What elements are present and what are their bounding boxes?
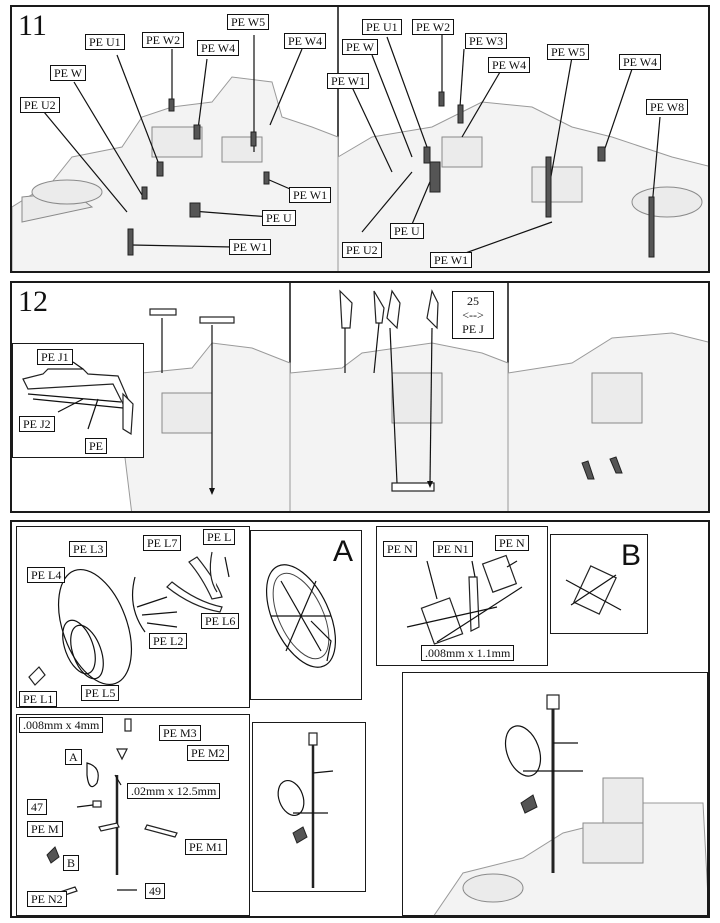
label-r-pe-u2: PE U2 (342, 242, 382, 258)
label-pe-l1: PE L1 (19, 691, 58, 707)
note-line-1: 25 (467, 294, 479, 308)
step-13-panel: 13 PE L7 PE L PE L3 PE L4 PE L6 PE L2 PE… (10, 520, 710, 918)
step-13c-assembled (252, 722, 366, 892)
label-pe-w4: PE W4 (197, 40, 240, 56)
label-pe-u: PE U (262, 210, 296, 226)
step-12-drawing (121, 283, 708, 511)
step-13-final-view (402, 672, 708, 916)
step-12-number: 12 (18, 285, 48, 318)
label-r-pe-w: PE W (342, 39, 379, 55)
label-pe-l4: PE L4 (27, 567, 66, 583)
label-pe: PE (85, 438, 108, 454)
label-pe-m: PE M (27, 821, 63, 837)
label-pe-n2: PE N2 (27, 891, 67, 907)
step-11-panel: 11 PE U1 PE W2 PE W5 PE W4 PE W4 PE W PE… (10, 5, 710, 273)
label-pe-l7: PE L7 (143, 535, 182, 551)
step-12-panel: 12 PE J1 PE J2 PE 25 <--> PE J (10, 281, 710, 513)
label-pe-m1: PE M1 (185, 839, 227, 855)
label-r-pe-u: PE U (390, 223, 424, 239)
label-pe-w1-b: PE W1 (229, 239, 272, 255)
label-49: 49 (145, 883, 165, 899)
step-13a-parts: PE L7 PE L PE L3 PE L4 PE L6 PE L2 PE L1… (16, 526, 250, 708)
label-pe-w5: PE W5 (227, 14, 270, 30)
label-pe-n: PE N (383, 541, 417, 557)
note-25-pe-j: 25 <--> PE J (452, 291, 494, 339)
label-pe-w2: PE W2 (142, 32, 185, 48)
label-pe-w: PE W (50, 65, 87, 81)
label-r-pe-w4-b: PE W4 (619, 54, 662, 70)
label-wire-008x11: .008mm x 1.1mm (421, 645, 515, 661)
label-wire-02x125: .02mm x 12.5mm (127, 783, 221, 799)
label-pe-l3: PE L3 (69, 541, 108, 557)
subassembly-a-letter: A (333, 535, 354, 568)
note-line-3: PE J (462, 322, 484, 336)
label-r-pe-u1: PE U1 (362, 19, 402, 35)
label-r-pe-w4: PE W4 (488, 57, 531, 73)
label-r-pe-w5: PE W5 (547, 44, 590, 60)
step-13b-parts: PE N PE N1 PE N .008mm x 1.1mm (376, 526, 548, 666)
subassembly-b-letter: B (621, 539, 642, 572)
label-pe-j2: PE J2 (19, 416, 55, 432)
label-r-pe-w8: PE W8 (646, 99, 689, 115)
step-11-number: 11 (18, 9, 47, 42)
label-sub-b: B (63, 855, 80, 871)
label-sub-a: A (65, 749, 82, 765)
label-pe-u1: PE U1 (85, 34, 125, 50)
label-pe-l5: PE L5 (81, 685, 120, 701)
note-line-2: <--> (462, 308, 484, 322)
label-pe-l6: PE L6 (201, 613, 240, 629)
label-pe-j1: PE J1 (37, 349, 73, 365)
label-47: 47 (27, 799, 47, 815)
step-13b-assembled: B (550, 534, 648, 634)
label-pe-m2: PE M2 (187, 745, 229, 761)
step-13c-parts: .008mm x 4mm PE M3 PE M2 A .02mm x 12.5m… (16, 714, 250, 916)
step-13a-assembled: A (250, 530, 362, 700)
label-pe-w4-b: PE W4 (284, 33, 327, 49)
label-r-pe-w1-b: PE W1 (430, 252, 473, 268)
label-r-pe-w3: PE W3 (465, 33, 508, 49)
label-pe-m3: PE M3 (159, 725, 201, 741)
label-pe-l2: PE L2 (149, 633, 188, 649)
label-wire-008x4: .008mm x 4mm (19, 717, 104, 733)
label-pe-n1: PE N1 (433, 541, 473, 557)
label-pe-u2: PE U2 (20, 97, 60, 113)
step-12-inset: PE J1 PE J2 PE (12, 343, 144, 458)
label-pe-w1: PE W1 (289, 187, 332, 203)
label-pe-l: PE L (203, 529, 236, 545)
label-pe-n-b: PE N (495, 535, 529, 551)
label-r-pe-w1: PE W1 (327, 73, 370, 89)
step-11-drawing (12, 7, 708, 271)
label-r-pe-w2: PE W2 (412, 19, 455, 35)
